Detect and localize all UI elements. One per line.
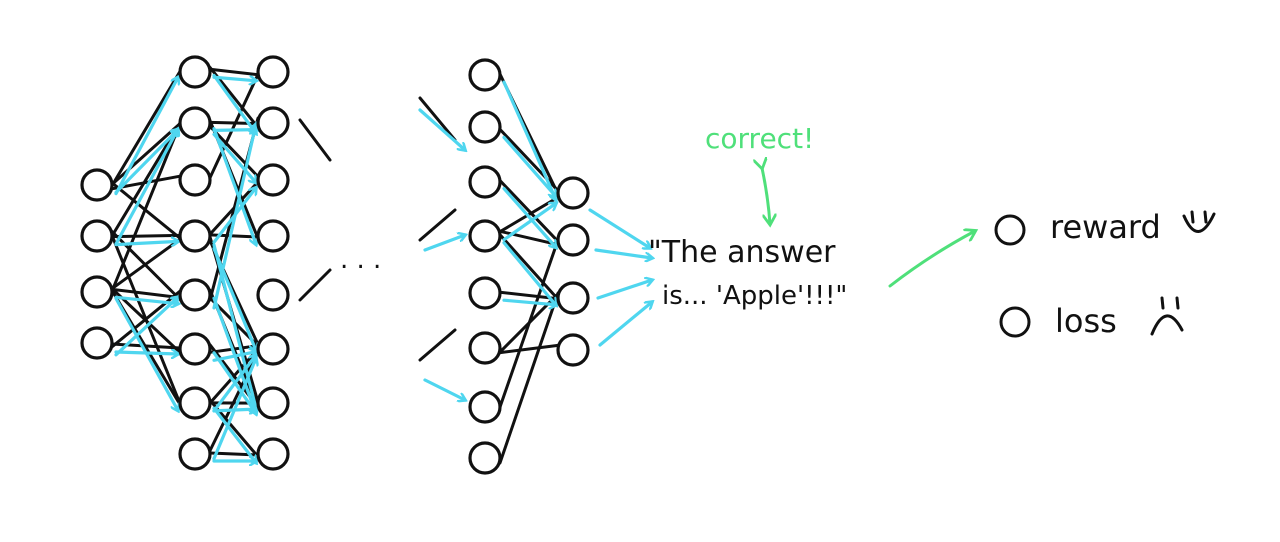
- connection-line: [110, 122, 182, 186]
- neuron-node: [80, 326, 114, 360]
- connection-line: [208, 72, 260, 180]
- connection-line: [298, 268, 332, 302]
- signal-arrow: [212, 127, 256, 245]
- signal-arrow: [114, 130, 178, 195]
- signal-arrow: [502, 135, 556, 196]
- neuron-node: [256, 386, 290, 420]
- signal-arrow: [502, 298, 556, 305]
- neuron-node: [178, 332, 212, 366]
- signal-arrow: [114, 295, 178, 303]
- signal-arrow: [212, 73, 256, 133]
- neuron-node: [256, 106, 290, 140]
- neuron-node: [468, 276, 502, 310]
- neuron-node: [468, 441, 502, 475]
- neuron-node: [178, 437, 212, 471]
- connection-line: [110, 237, 182, 291]
- connection-line: [498, 238, 560, 409]
- connection-line: [498, 179, 560, 243]
- verdict-label: correct!: [705, 122, 814, 155]
- neuron-node: [468, 219, 502, 253]
- signal-arrow: [212, 406, 256, 462]
- loss-option-circle: [999, 306, 1031, 338]
- output-text-line-2: is... 'Apple'!!!": [662, 281, 847, 311]
- output-text-line-1: "The answer: [648, 235, 836, 270]
- forward-signal-arrows: [114, 73, 652, 462]
- neuron-node: [468, 110, 502, 144]
- signal-arrow: [212, 130, 256, 131]
- connection-line: [110, 121, 182, 238]
- frown-icon: [1150, 296, 1184, 336]
- neuron-node: [178, 55, 212, 89]
- signal-arrow: [423, 378, 465, 400]
- signal-arrow: [114, 241, 178, 244]
- neuron-node: [556, 176, 590, 210]
- neuron-node: [256, 332, 290, 366]
- connection-line: [498, 291, 560, 465]
- neuron-node: [556, 223, 590, 257]
- neuron-node: [178, 278, 212, 312]
- signal-arrow: [502, 203, 556, 242]
- connection-line: [298, 118, 332, 162]
- neuron-node: [256, 437, 290, 471]
- signal-arrow: [114, 352, 178, 354]
- output-arrow: [598, 302, 652, 347]
- connection-line: [110, 233, 182, 239]
- neuron-node: [556, 281, 590, 315]
- signal-arrow: [212, 358, 256, 461]
- signal-arrow: [502, 186, 556, 248]
- signal-arrow: [114, 77, 178, 196]
- output-arrow: [594, 248, 652, 258]
- neuron-node: [178, 106, 212, 140]
- connection-line: [110, 69, 182, 188]
- connection-line: [418, 96, 457, 142]
- reward-option-circle: [994, 214, 1026, 246]
- neuron-node: [178, 386, 212, 420]
- neuron-node: [256, 219, 290, 253]
- connection-line: [498, 343, 560, 355]
- connection-line: [110, 287, 182, 300]
- neuron-node: [556, 333, 590, 367]
- ellipsis: . . .: [340, 245, 381, 275]
- neuron-node: [256, 55, 290, 89]
- network-neurons: [80, 55, 590, 475]
- signal-arrow: [502, 241, 556, 305]
- output-arrow: [596, 280, 652, 300]
- neuron-node: [468, 331, 502, 365]
- neuron-node: [178, 163, 212, 197]
- neuron-node: [80, 168, 114, 202]
- connection-line: [208, 67, 260, 77]
- signal-arrow: [114, 129, 178, 246]
- neuron-node: [256, 278, 290, 312]
- signal-arrow: [114, 297, 178, 357]
- signal-arrow: [423, 235, 465, 252]
- neuron-node: [468, 390, 502, 424]
- connection-line: [418, 328, 457, 362]
- signal-arrow: [502, 80, 556, 200]
- connection-line: [110, 342, 182, 350]
- neuron-node: [468, 58, 502, 92]
- connection-line: [418, 208, 457, 242]
- connection-line: [208, 124, 260, 179]
- connection-line: [110, 122, 182, 293]
- verdict-double-arrow: [762, 168, 770, 224]
- neuron-node: [256, 163, 290, 197]
- loss-label: loss: [1055, 302, 1117, 340]
- neuron-node: [468, 165, 502, 199]
- signal-arrow: [212, 124, 256, 310]
- outcome-arrow: [888, 231, 975, 288]
- output-arrow: [588, 208, 650, 248]
- signal-arrow: [418, 108, 465, 150]
- connection-line: [110, 289, 182, 349]
- reward-label: reward: [1050, 208, 1161, 246]
- signal-arrow: [212, 77, 256, 81]
- neuron-node: [178, 219, 212, 253]
- smile-icon: [1182, 210, 1216, 233]
- signal-arrow: [212, 246, 256, 351]
- signal-arrow: [212, 132, 256, 182]
- neuron-node: [80, 275, 114, 309]
- neuron-node: [80, 219, 114, 253]
- connection-line: [498, 233, 560, 301]
